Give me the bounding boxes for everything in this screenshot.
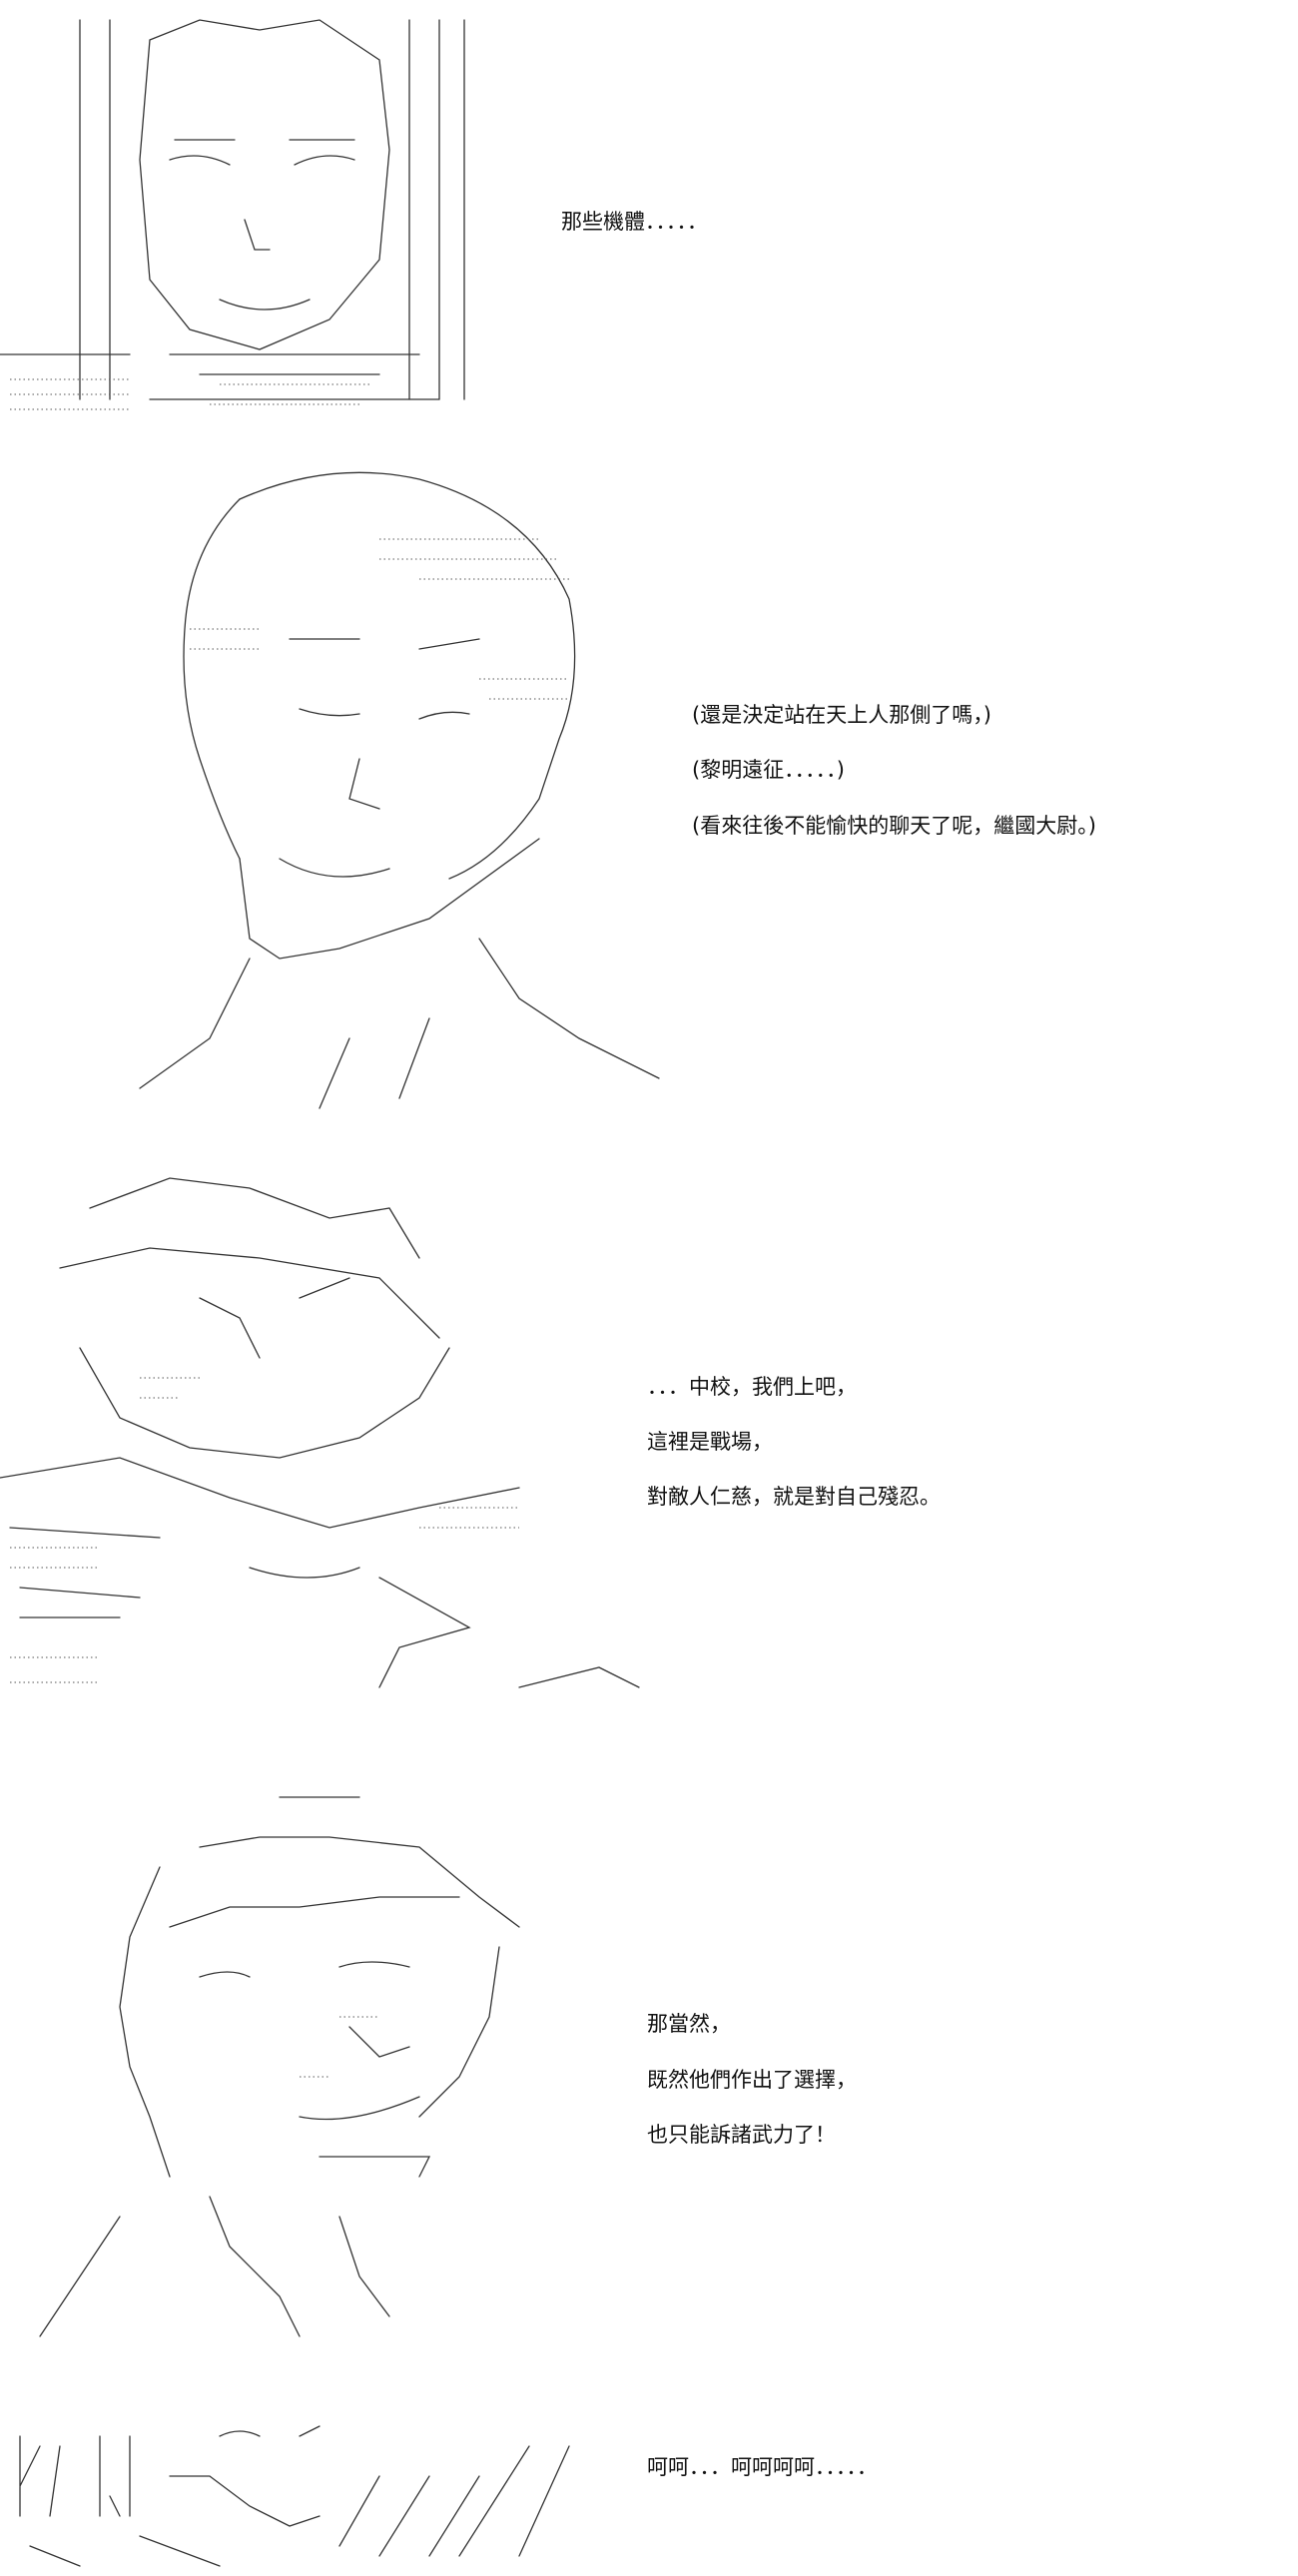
panel-5: 呵呵．．．呵呵呵呵．．．．． bbox=[0, 2416, 1298, 2576]
dialogue-line: ．．．中校，我們上吧， bbox=[647, 1375, 857, 1399]
dialogue-line: 也只能訴諸武力了！ bbox=[647, 2123, 836, 2147]
dialogue-line: 這裡是戰場， bbox=[647, 1430, 773, 1454]
dialogue-line: 對敵人仁慈，就是對自己殘忍。 bbox=[647, 1485, 941, 1509]
ascii-art-figure-4 bbox=[0, 1777, 559, 2376]
dialogue-line: 那些機體．．．．． bbox=[561, 210, 708, 234]
dialogue-line: (看來往後不能愉快的聊天了呢，繼國大尉。) bbox=[692, 814, 1096, 838]
panel-1: 那些機體．．．．． bbox=[0, 0, 1298, 429]
ascii-art-figure-1 bbox=[0, 0, 519, 429]
dialogue-line: 既然他們作出了選擇， bbox=[647, 2068, 857, 2092]
ascii-art-figure-2 bbox=[0, 439, 699, 1128]
dialogue-line: 呵呵．．．呵呵呵呵．．．．． bbox=[647, 2455, 878, 2479]
ascii-art-figure-3 bbox=[0, 1148, 659, 1707]
ascii-art-figure-5 bbox=[0, 2416, 599, 2576]
panel-4: 那當然， 既然他們作出了選擇， 也只能訴諸武力了！ bbox=[0, 1777, 1298, 2376]
dialogue-line: (黎明遠征．．．．．) bbox=[692, 758, 845, 782]
dialogue-line: (還是決定站在天上人那側了嗎，) bbox=[692, 703, 991, 727]
dialogue-line: 那當然， bbox=[647, 2012, 731, 2036]
panel-3: ．．．中校，我們上吧， 這裡是戰場， 對敵人仁慈，就是對自己殘忍。 bbox=[0, 1148, 1298, 1707]
panel-2: (還是決定站在天上人那側了嗎，) (黎明遠征．．．．．) (看來往後不能愉快的聊… bbox=[0, 439, 1298, 1128]
